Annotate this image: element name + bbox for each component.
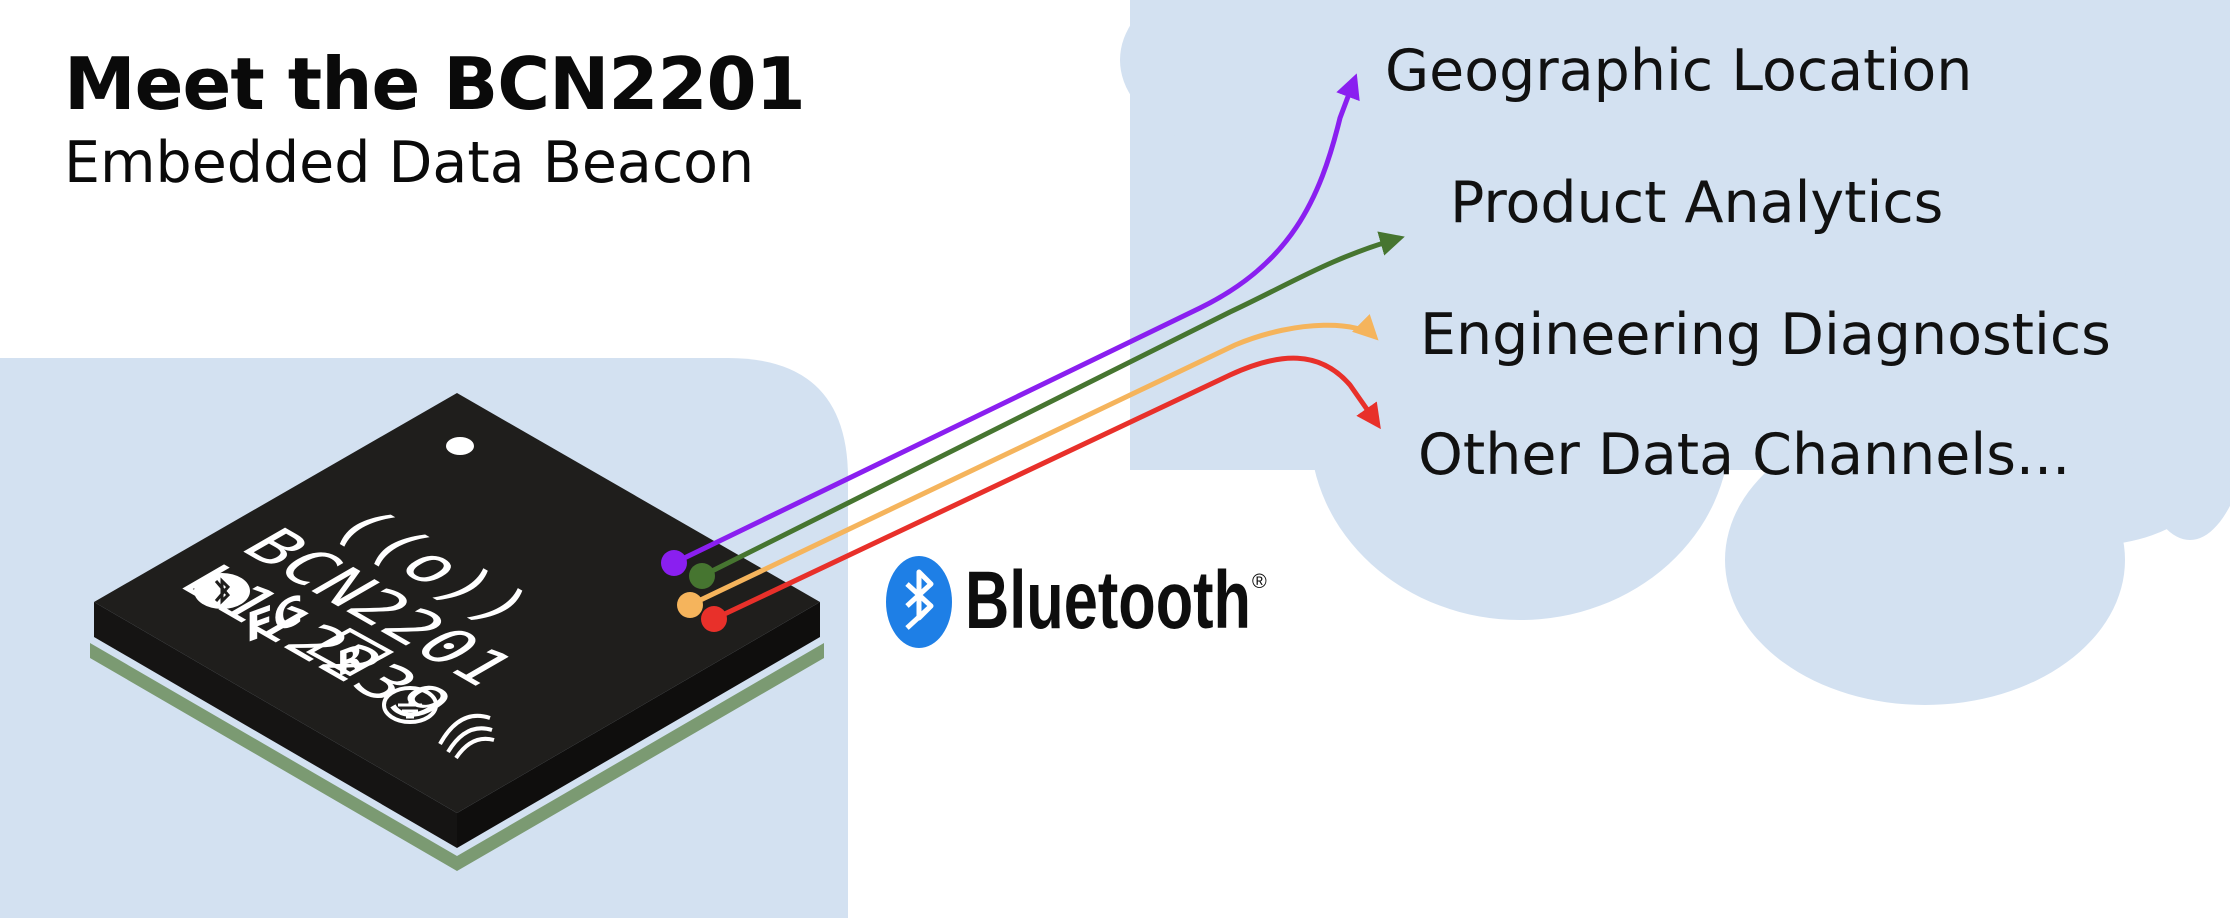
- page-subtitle: Embedded Data Beacon: [64, 130, 755, 196]
- arrow-engineering-diagnostics: [677, 314, 1379, 618]
- chip-side-left: [94, 602, 457, 848]
- bluetooth-trademark: ®: [1252, 571, 1267, 593]
- pin-1-dot: [446, 437, 474, 455]
- channel-label-other-data-channels: Other Data Channels...: [1418, 422, 2071, 488]
- ic-mark-icon: [438, 713, 495, 760]
- bluetooth-wordmark: Bluetooth: [965, 555, 1251, 646]
- ground-mark-icon: [382, 686, 438, 724]
- arrow-geographic-location: [661, 73, 1360, 576]
- bluetooth-logo: Bluetooth ®: [886, 555, 1267, 648]
- chip-side-right: [457, 602, 820, 848]
- svg-text:R: R: [337, 636, 363, 685]
- data-cloud: [1120, 0, 2230, 705]
- channel-label-product-analytics: Product Analytics: [1450, 170, 1944, 236]
- channel-label-engineering-diagnostics: Engineering Diagnostics: [1420, 302, 2111, 368]
- channel-label-geographic-location: Geographic Location: [1385, 38, 1973, 104]
- arrow-other-data-channels: [701, 355, 1381, 632]
- chip-top: [94, 393, 820, 813]
- arrow-product-analytics: [689, 231, 1405, 589]
- r-mark-icon: R: [305, 627, 395, 685]
- bluetooth-mark-icon: [194, 573, 250, 609]
- page-title: Meet the BCN2201: [64, 42, 806, 126]
- bcn2201-chip: ((o)) BCN2201 L112239 FC R: [90, 393, 824, 871]
